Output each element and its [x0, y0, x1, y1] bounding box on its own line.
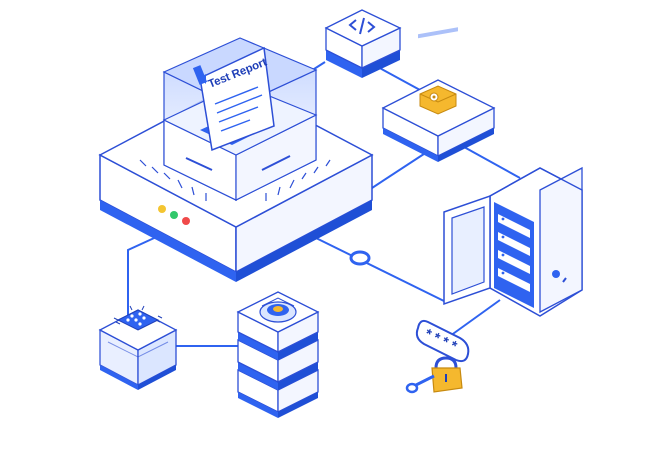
chip-icon	[113, 305, 163, 331]
password-field-icon: * * * *	[415, 319, 470, 363]
block-base-band	[100, 200, 236, 282]
block-vents	[139, 159, 331, 201]
database-block	[381, 27, 496, 162]
code-block-top	[324, 9, 402, 47]
status-light-green-icon	[170, 211, 178, 219]
code-icon	[348, 17, 376, 35]
chip-block	[98, 305, 178, 390]
connection-line	[371, 149, 431, 189]
status-light-red-icon	[182, 217, 190, 225]
server-rack-icon	[443, 166, 583, 317]
report-lines	[214, 86, 263, 132]
connection-line	[449, 299, 501, 337]
printer-detail	[261, 155, 291, 171]
rack-knob	[552, 270, 560, 278]
rack-door-window	[451, 206, 485, 295]
padlock-icon	[431, 356, 463, 393]
storage-stack-icon	[236, 291, 320, 418]
connection-node-icon	[349, 250, 371, 266]
rack-side	[539, 166, 583, 314]
database-disk-icon	[418, 27, 458, 115]
report-document-icon: Test Report	[192, 46, 275, 152]
report-paper-tab	[192, 65, 208, 85]
report-paper	[199, 46, 275, 152]
rack-drive-bays	[498, 214, 530, 292]
status-light-yellow-icon	[158, 205, 166, 213]
disk-icon	[259, 297, 297, 323]
block-base-band	[236, 200, 372, 282]
printer-detail	[185, 157, 213, 171]
rack-bay-lights	[501, 217, 505, 275]
connection-line	[315, 237, 447, 303]
key-icon	[405, 374, 435, 394]
code-block	[324, 9, 402, 78]
